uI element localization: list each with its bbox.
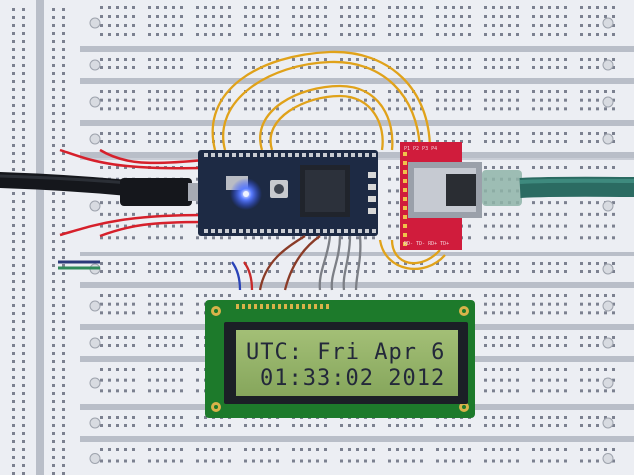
- ethernet-cable: [482, 170, 634, 206]
- lcd-module: UTC: Fri Apr 6 01:33:02 2012: [205, 300, 475, 418]
- lcd-jumper-wires: [231, 235, 362, 291]
- orange-jumper-wires: [211, 50, 446, 270]
- svg-text:P1 P2 P3 P4: P1 P2 P3 P4: [404, 146, 437, 152]
- lcd-line-2: 01:33:02 2012: [260, 366, 445, 391]
- mbed-microcontroller-board: [198, 150, 378, 236]
- red-jumper-wires: [58, 148, 206, 270]
- ethernet-breakout-board: P1 P2 P3 P4 RD- TD- RD+ TD+: [400, 142, 482, 250]
- svg-text:RD- TD- RD+ TD+: RD- TD- RD+ TD+: [404, 241, 449, 247]
- lcd-line-1: UTC: Fri Apr 6: [246, 340, 445, 365]
- mbed-header-pins: [204, 153, 376, 233]
- lcd-screen: [236, 330, 458, 396]
- usb-cable: [0, 172, 206, 206]
